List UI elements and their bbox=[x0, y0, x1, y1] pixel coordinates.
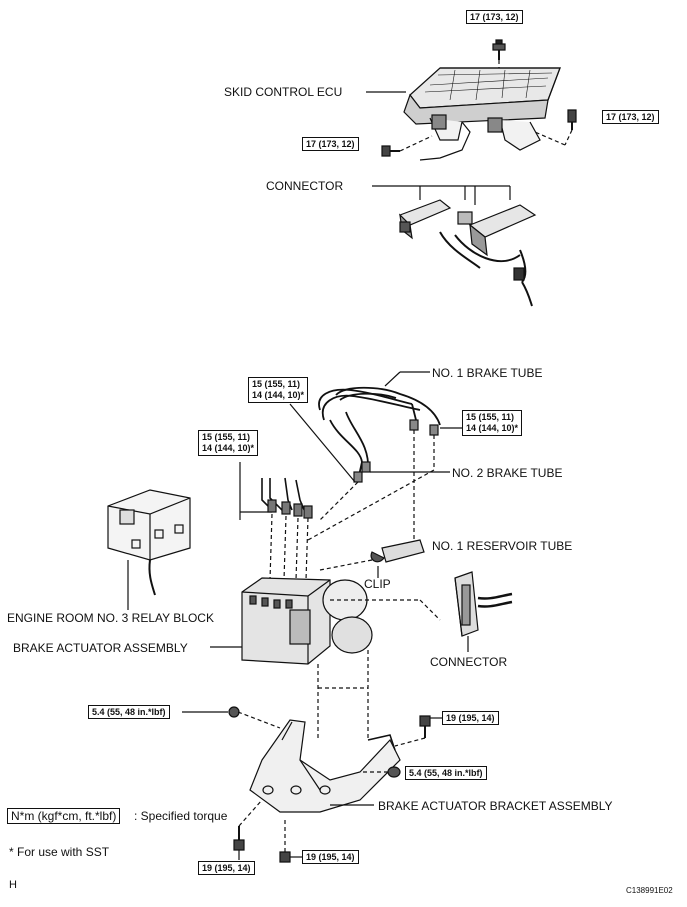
torque-tube1-left: 15 (155, 11) 14 (144, 10)* bbox=[248, 377, 309, 403]
label-connector-top: CONNECTOR bbox=[266, 179, 344, 193]
brake-actuator-assembly bbox=[210, 577, 441, 740]
torque-ecu-right: 17 (173, 12) bbox=[602, 110, 659, 124]
skid-control-ecu bbox=[366, 39, 577, 187]
label-skid-control-ecu: SKID CONTROL ECU bbox=[224, 85, 343, 99]
torque-tube1-right: 15 (155, 11) 14 (144, 10)* bbox=[462, 410, 523, 436]
label-engine-room-relay-block: ENGINE ROOM NO. 3 RELAY BLOCK bbox=[7, 611, 214, 625]
actuator-connector bbox=[454, 571, 513, 652]
label-no1-brake-tube: NO. 1 BRAKE TUBE bbox=[432, 366, 543, 380]
legend-unit-box: N*m (kgf*cm, ft.*lbf) bbox=[7, 808, 121, 824]
torque-tube2-left-b: 14 (144, 10)* bbox=[202, 443, 255, 453]
torque-tube1-right-b: 14 (144, 10)* bbox=[466, 423, 519, 433]
torque-tube2-left-a: 15 (155, 11) bbox=[202, 432, 251, 442]
figure-code: C138991E02 bbox=[626, 886, 673, 895]
label-brake-actuator-assembly: BRAKE ACTUATOR ASSEMBLY bbox=[13, 641, 188, 655]
no1-brake-tube bbox=[307, 371, 462, 548]
label-no1-reservoir-tube: NO. 1 RESERVOIR TUBE bbox=[432, 539, 573, 553]
torque-bracket-bolt-bottom-left: 19 (195, 14) bbox=[198, 861, 255, 875]
legend-sst-note: * For use with SST bbox=[9, 845, 110, 859]
clip-and-reservoir-tube bbox=[319, 539, 425, 578]
ecu-connectors bbox=[398, 185, 537, 307]
torque-tube1-right-a: 15 (155, 11) bbox=[466, 412, 515, 422]
no2-brake-tube bbox=[289, 403, 450, 521]
legend-unit-desc: : Specified torque bbox=[134, 809, 228, 823]
torque-tube2-left: 15 (155, 11) 14 (144, 10)* bbox=[198, 430, 259, 456]
label-no2-brake-tube: NO. 2 BRAKE TUBE bbox=[452, 466, 563, 480]
torque-tube1-left-a: 15 (155, 11) bbox=[252, 379, 301, 389]
torque-bracket-nut-right: 5.4 (55, 48 in.*lbf) bbox=[405, 766, 487, 780]
label-clip: CLIP bbox=[364, 577, 391, 591]
torque-ecu-top: 17 (173, 12) bbox=[466, 10, 523, 24]
brake-actuator-bracket-assembly bbox=[182, 706, 442, 863]
torque-ecu-left: 17 (173, 12) bbox=[302, 137, 359, 151]
actuator-tube-fittings bbox=[239, 462, 313, 581]
label-connector-right: CONNECTOR bbox=[430, 655, 508, 669]
engine-room-relay-block bbox=[107, 489, 191, 610]
label-brake-actuator-bracket: BRAKE ACTUATOR BRACKET ASSEMBLY bbox=[378, 799, 613, 813]
torque-tube1-left-b: 14 (144, 10)* bbox=[252, 390, 305, 400]
torque-bracket-bolt-bottom-right: 19 (195, 14) bbox=[302, 850, 359, 864]
page-letter: H bbox=[9, 879, 17, 891]
torque-bracket-bolt-right: 19 (195, 14) bbox=[442, 711, 499, 725]
torque-bracket-nut-left: 5.4 (55, 48 in.*lbf) bbox=[88, 705, 170, 719]
